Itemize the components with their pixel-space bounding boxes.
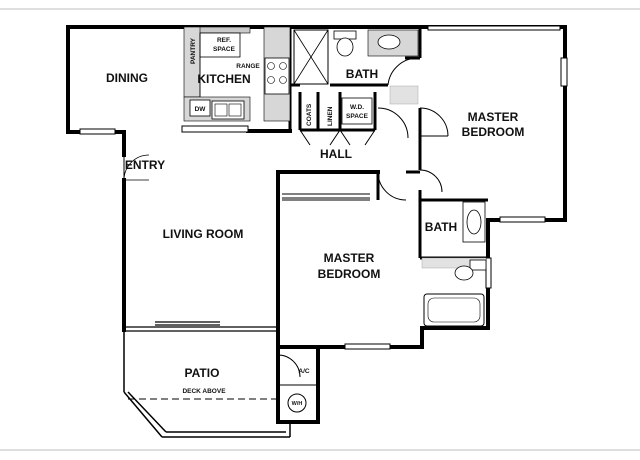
label-master-bedroom-center-2: BEDROOM (318, 267, 381, 281)
sink-icon (466, 209, 482, 235)
burner-icon (279, 62, 287, 70)
label-ref-space-1: REF. (217, 37, 231, 44)
burner-icon (267, 62, 275, 70)
doors (123, 57, 449, 378)
label-kitchen: KITCHEN (197, 72, 250, 86)
burner-icon (279, 76, 287, 84)
toilet-icon (336, 37, 354, 57)
label-master-bedroom-right-2: BEDROOM (462, 125, 525, 139)
dishwasher-box (189, 99, 211, 117)
label-ref-space-2: SPACE (213, 46, 236, 53)
ref-space-box (199, 32, 241, 58)
label-coats: COATS (306, 103, 313, 126)
label-linen: LINEN (327, 106, 334, 126)
label-wh: W/H (292, 401, 303, 407)
label-dining: DINING (106, 71, 148, 85)
label-master-bedroom-right-1: MASTER (468, 110, 519, 124)
label-hall: HALL (320, 147, 352, 161)
right-bath-fixtures (423, 201, 487, 327)
label-range: RANGE (236, 63, 260, 70)
closet-sliding-door (282, 193, 370, 201)
sink-icon (377, 34, 401, 50)
wd-space-box (341, 97, 373, 125)
burner-icon (267, 76, 275, 84)
patio-sliding-door (124, 321, 278, 332)
toilet-icon (454, 265, 474, 281)
label-deck-above: DECK ABOVE (182, 388, 226, 395)
patio-outline (123, 330, 291, 438)
top-bath-fixtures (293, 29, 419, 125)
exterior-walls (66, 25, 567, 424)
label-living-room: LIVING ROOM (163, 227, 244, 241)
label-entry: ENTRY (125, 158, 165, 172)
label-pantry: PANTRY (190, 37, 197, 64)
label-bath-right: BATH (425, 220, 457, 234)
label-dw: DW (195, 106, 207, 113)
utility-closet (278, 384, 318, 413)
water-heater-icon (287, 393, 307, 413)
label-master-bedroom-center-1: MASTER (324, 251, 375, 265)
label-bath-top: BATH (346, 67, 378, 81)
windows (79, 25, 568, 350)
label-patio: PATIO (185, 366, 220, 380)
label-wd-space-2: SPACE (346, 113, 369, 120)
label-wd-space-1: W.D. (350, 104, 364, 111)
kitchen-fixtures (183, 26, 291, 122)
label-ac: A/C (298, 368, 310, 375)
